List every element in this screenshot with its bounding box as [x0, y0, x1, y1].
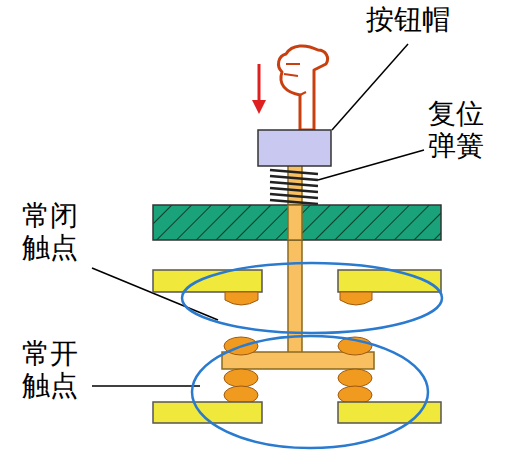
- hand-detail: [284, 64, 306, 95]
- spring-coil: [270, 182, 318, 186]
- mounting-plate: [153, 205, 441, 240]
- pressing-hand: [279, 46, 328, 130]
- spring-coil: [270, 200, 318, 204]
- button-cap: [258, 130, 331, 166]
- nc-contact: [340, 292, 372, 305]
- press-arrow: [258, 64, 261, 102]
- leader-line: [92, 385, 200, 387]
- leader-line: [332, 44, 408, 130]
- moving-contact: [224, 369, 258, 387]
- spring-coil: [270, 188, 318, 192]
- reset-spring: [270, 170, 318, 204]
- nc-highlight: [182, 263, 442, 333]
- spring-coil: [270, 176, 318, 180]
- part-label: 常开触点: [22, 338, 78, 402]
- nc-terminal: [153, 270, 262, 292]
- moving-contact: [338, 369, 372, 387]
- leader-line: [318, 150, 424, 180]
- push-rod: [288, 205, 302, 240]
- part-label: 常闭触点: [22, 200, 78, 264]
- spring-coil: [270, 194, 318, 198]
- press-arrow-head: [252, 100, 266, 114]
- part-label: 按钮帽: [366, 4, 450, 36]
- no-highlight: [192, 336, 428, 448]
- push-rod: [288, 165, 302, 355]
- part-label: 复位弹簧: [428, 98, 484, 162]
- nc-contact: [225, 292, 258, 305]
- spring-coil: [270, 170, 318, 174]
